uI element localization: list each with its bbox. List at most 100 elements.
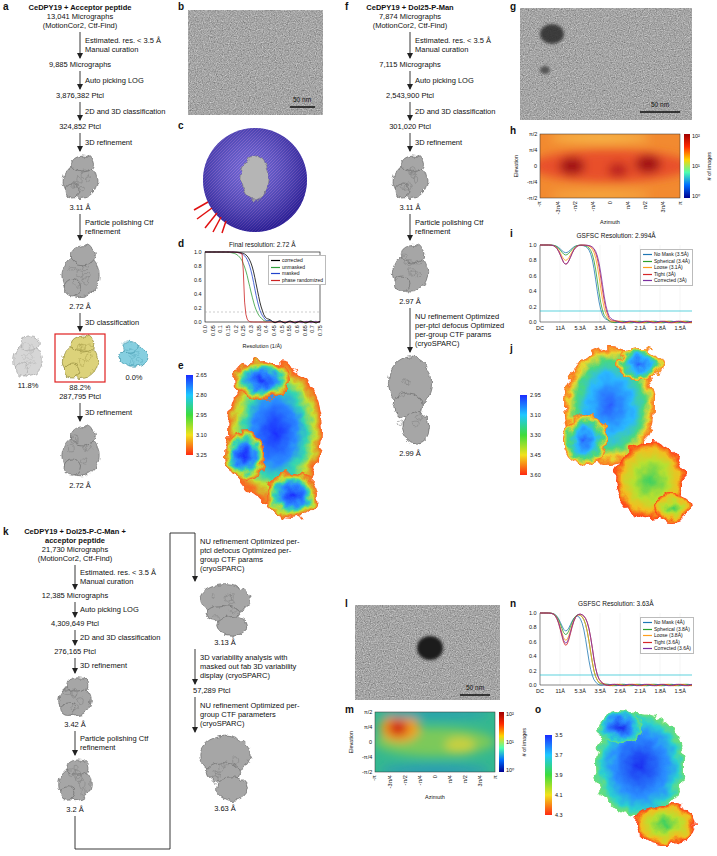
colorbar-tick: 10¹ [692, 163, 700, 169]
map-lobe [654, 494, 690, 522]
density-texture [76, 774, 82, 781]
flow-arrow [80, 214, 81, 240]
axis-tick: 0.75 [317, 325, 323, 336]
colorbar-tick: 3.10 [196, 432, 207, 438]
ice-contamination [540, 24, 564, 44]
edge-label: 3D refinement [415, 138, 462, 147]
step-node: 9,885 Micrographs [40, 60, 120, 69]
panel-letter: f [345, 1, 348, 13]
legend-text: Loose (3.1Å) [654, 264, 683, 270]
legend-line [643, 254, 652, 255]
edge-label: NU refinement Optimized per-group CTF pa… [200, 701, 305, 728]
edge-label: 3D classification [85, 318, 139, 327]
density-blob [217, 777, 248, 801]
flow-arrow [410, 71, 411, 89]
node-text: 21,730 Micrographs (MotionCor2, Ctf-Find… [28, 545, 123, 563]
legend-row: corrected [271, 257, 323, 264]
axis-tick: 0.6 [529, 273, 537, 279]
density-blob [64, 459, 81, 475]
legend-line [271, 265, 280, 270]
ice-contamination [540, 66, 550, 74]
orientation-spikes [194, 202, 226, 233]
node-text: 276,165 Ptcl [35, 647, 115, 656]
axis-tick: π/2 [529, 131, 537, 137]
node-text: 3.42 Å [51, 720, 99, 729]
node-text: 3.63 Å [190, 804, 260, 813]
node-text: 11.8% [7, 381, 49, 390]
axis-tick: 0.0 [529, 319, 537, 325]
plot-legend: correctedunmaskedmaskedphase randomized [268, 255, 326, 285]
axis-tick: -3π/4 [555, 201, 561, 214]
colorbar [545, 735, 552, 815]
node-text: 2.72 Å [53, 302, 108, 311]
density-texture [29, 345, 34, 353]
axis-tick: DC [536, 688, 544, 694]
legend-line [643, 622, 652, 623]
density-map-node: 3.11 Å [385, 153, 435, 212]
edge-label: Particle polishing Ctf refinement [415, 218, 507, 236]
axis-tick: DC [536, 325, 544, 331]
legend-line [271, 267, 280, 268]
panel-letter: i [510, 228, 513, 240]
grid-line [580, 613, 581, 685]
panel-letter: o [535, 704, 541, 716]
colorbar-tick: 10¹ [506, 739, 514, 745]
axis-tick: π/2 [642, 201, 648, 209]
grid-line [560, 245, 561, 322]
legend-text: Corrected (3.6Å) [654, 645, 691, 651]
node-text: 7,115 Micrographs [370, 60, 450, 69]
axis-tick: 1.8Å [655, 688, 666, 694]
density-map [63, 156, 97, 199]
fsc-curve [540, 245, 692, 323]
axis-tick: -π/2 [362, 769, 372, 775]
axis-tick: π [677, 201, 683, 205]
edge-label: Auto picking LOG [80, 605, 139, 614]
axis-tick: 2.6Å [615, 688, 626, 694]
plot-frame [540, 134, 680, 198]
axis-tick: 0.6 [529, 639, 537, 645]
heatmap-density [375, 712, 495, 772]
colorbar-tick: 10² [692, 133, 700, 139]
legend-line [643, 646, 652, 651]
axis-tick: 0.2 [232, 325, 238, 333]
axis-tick: -π/2 [572, 201, 578, 211]
axis-title: # of images [706, 152, 712, 180]
density-texture [211, 616, 220, 621]
axis-tick: π/4 [364, 724, 372, 730]
legend-line [643, 261, 652, 262]
legend-text: corrected [282, 257, 303, 263]
density-blob [65, 184, 80, 198]
flow-arrow [80, 403, 81, 421]
density-map-node: 3.11 Å [55, 153, 105, 212]
axis-tick: 3.5Å [595, 325, 606, 331]
axis-tick: 0.4 [263, 325, 269, 333]
density-texture [85, 354, 92, 361]
orientation-heatmap [375, 712, 495, 772]
density-map-node: 2.72 Å [53, 242, 108, 311]
density-map-node: 2.97 Å [384, 242, 436, 306]
grid-line [580, 245, 581, 322]
legend-row: unmasked [271, 264, 323, 271]
axis-tick: 2.1Å [635, 688, 646, 694]
axis-tick: 0.4 [529, 653, 537, 659]
heatmap-band [380, 712, 490, 719]
density-texture [21, 354, 25, 359]
node-text: 3.2 Å [51, 805, 99, 814]
legend-row: masked [271, 270, 323, 277]
colorbar-tick: 3.60 [530, 472, 541, 478]
edge-label: Estimated. res. < 3.5 Å Manual curation [85, 36, 173, 54]
legend-row: phase randomized [271, 277, 323, 284]
heatmap-spot [635, 155, 661, 173]
density-map [190, 734, 260, 804]
threshold-line [540, 311, 692, 312]
flow-arrow [75, 731, 76, 755]
density-map [120, 341, 149, 367]
legend-text: Corrected (3Å) [654, 277, 687, 283]
legend-line [643, 252, 652, 257]
legend-line [271, 273, 280, 274]
density-texture [84, 446, 91, 451]
density-texture [214, 771, 221, 774]
colorbar-tick: 2.80 [196, 392, 207, 398]
fsc-curve [205, 252, 320, 323]
